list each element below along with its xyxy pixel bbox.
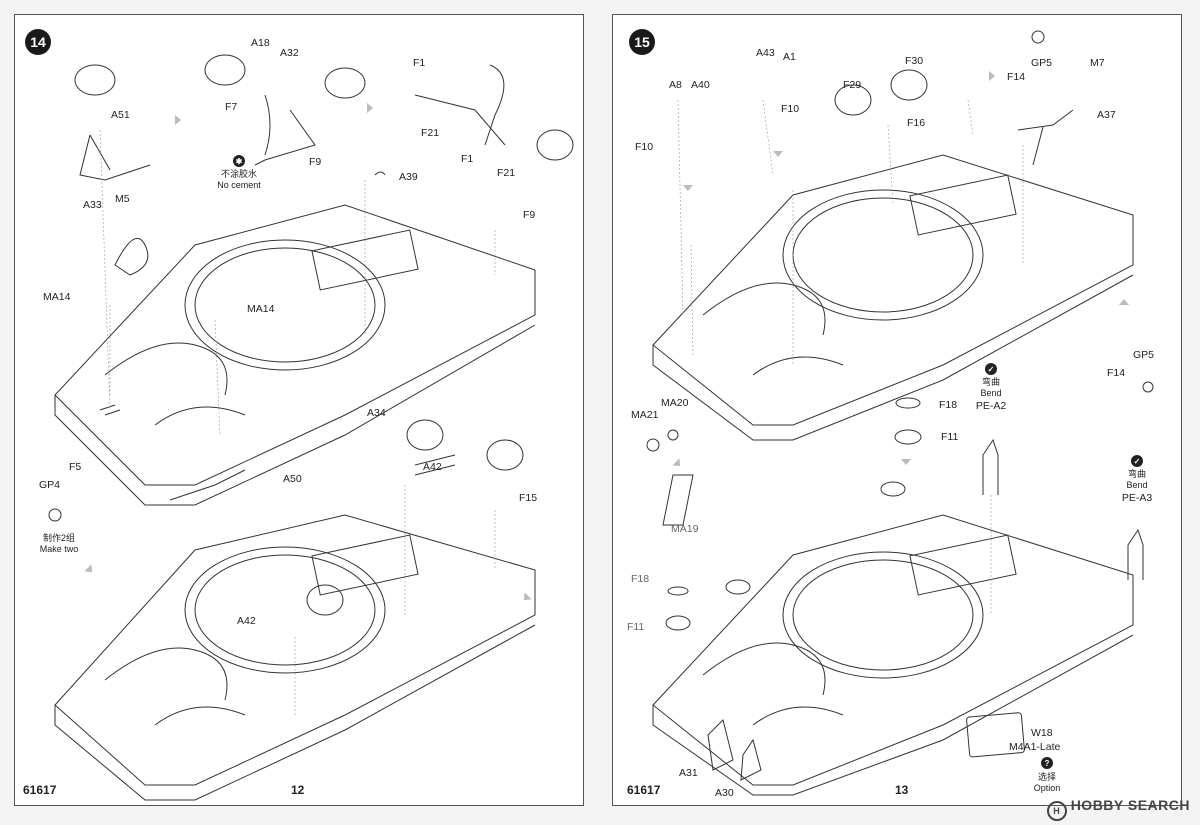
step-14-diagram [48,54,574,801]
kit-number: 61617 [23,783,57,797]
flow-arrow-icon [367,103,373,113]
part-label-a42-upper: A42 [423,461,442,473]
bend-check-icon: ✓ [985,363,997,375]
part-label-f16: F16 [907,117,926,129]
no-cement-label-en: No cement [217,180,261,190]
part-label-f9-left: F9 [309,156,322,168]
part-label-f18-low: F18 [631,573,650,585]
part-label-f11-low: F11 [627,621,645,633]
bend-label-en-1: Bend [980,388,1002,398]
part-label-w18: W18 [1031,727,1053,739]
flow-arrow-icon [1119,299,1129,305]
part-label-f14-top: F14 [1007,71,1026,83]
watermark-logo-icon: H [1046,801,1067,821]
part-label-a30: A30 [715,787,734,799]
part-label-f15: F15 [519,492,538,504]
part-label-a34: A34 [367,407,386,419]
part-label-f10-top: F10 [781,103,800,115]
part-label-f29: F29 [843,79,862,91]
part-label-a37: A37 [1097,109,1116,121]
instruction-page-right: 15 A43 A1 A8 A40 F10 F10 F29 F30 F16 GP5… [612,14,1182,806]
make-two-label-en: Make two [39,544,79,554]
part-label-gp5-right: GP5 [1133,349,1155,361]
option-label-cn: 选择 [1037,772,1056,782]
step-number-badge: 15 [629,29,655,55]
bend-label-cn-1: 弯曲 [981,377,1000,387]
make-two-label-cn: 制作2组 [42,533,75,543]
instruction-page-left: 14 A18 A32 F7 A51 A33 ✱ 不涂胶水 No cement F… [14,14,584,806]
part-label-a1: A1 [783,51,796,63]
part-label-ma14-center: MA14 [247,303,275,315]
part-label-m4a1-late: M4A1-Late [1009,741,1061,753]
part-label-m7: M7 [1090,57,1105,69]
page-number: 12 [291,783,305,797]
part-label-a39: A39 [399,171,418,183]
step-15-diagram [646,30,1154,796]
kit-number: 61617 [627,783,661,797]
bend-label-en-2: Bend [1126,480,1148,490]
flow-arrow-icon [175,115,181,125]
part-label-pe-a2: PE-A2 [975,400,1007,412]
part-label-a50: A50 [283,473,302,485]
part-label-a42-lower: A42 [237,615,256,627]
option-label-en: Option [1033,783,1061,793]
watermark-text: HOBBY SEARCH [1070,797,1190,813]
option-question-icon: ? [1041,757,1053,769]
part-label-f21-left: F21 [421,127,440,139]
part-label-a51: A51 [111,109,130,121]
part-label-ma19: MA19 [671,523,699,535]
part-label-f11-mid: F11 [941,431,959,443]
flow-arrow-icon [989,71,995,81]
part-label-f18-mid: F18 [939,399,958,411]
no-cement-icon: ✱ [233,155,245,167]
part-label-a8: A8 [669,79,682,91]
page-number: 13 [895,783,909,797]
bend-check-icon: ✓ [1131,455,1143,467]
part-label-f1-top: F1 [413,57,426,69]
part-label-f9-right: F9 [523,209,536,221]
part-label-f1-bottom: F1 [461,153,474,165]
part-label-ma21: MA21 [631,409,659,421]
flow-arrow-icon [773,151,783,157]
part-label-f30: F30 [905,55,924,67]
part-label-a32: A32 [280,47,299,59]
part-label-a18: A18 [251,37,270,49]
part-label-a31: A31 [679,767,698,779]
part-label-ma20: MA20 [661,397,689,409]
step-number-badge: 14 [25,29,51,55]
part-label-gp4: GP4 [39,479,61,491]
no-cement-label-cn: 不涂胶水 [220,169,257,179]
part-label-pe-a3: PE-A3 [1121,492,1153,504]
part-label-a43: A43 [756,47,775,59]
flow-arrow-icon [901,459,911,465]
part-label-f10-left: F10 [635,141,654,153]
part-label-a33: A33 [83,199,102,211]
part-label-gp5-top: GP5 [1031,57,1053,69]
part-label-f7: F7 [225,101,238,113]
part-label-a40: A40 [691,79,710,91]
flow-arrow-icon [683,185,693,191]
part-label-ma14-left: MA14 [43,291,71,303]
part-label-m5: M5 [115,193,130,205]
part-label-f5: F5 [69,461,82,473]
part-label-f21-right: F21 [497,167,516,179]
part-label-f14-right: F14 [1107,367,1126,379]
bend-label-cn-2: 弯曲 [1127,469,1146,479]
